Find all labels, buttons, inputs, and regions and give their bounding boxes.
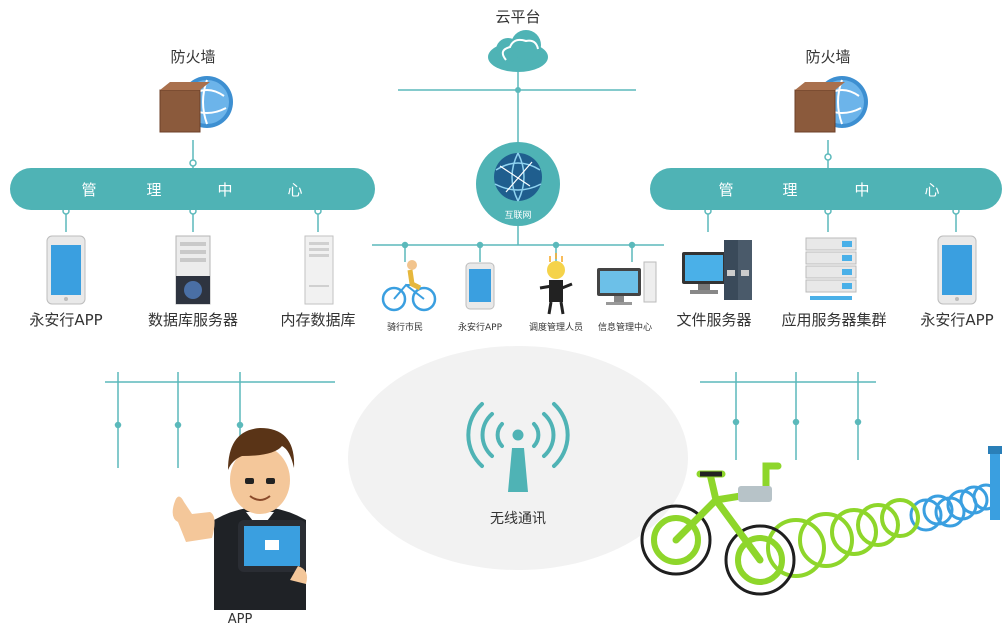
right-device-label-2: 应用服务器集群 xyxy=(781,311,887,329)
center-device-label-2: 永安行APP xyxy=(457,323,503,333)
mgmt-left-char-1: 管 xyxy=(81,181,97,199)
center-device-label-3: 调度管理人员 xyxy=(528,323,584,333)
mgmt-left-char-3: 中 xyxy=(217,181,233,199)
right-device-label-1: 文件服务器 xyxy=(676,311,752,329)
mgmt-right-char-4: 心 xyxy=(924,181,940,199)
wireless-label: 无线通讯 xyxy=(490,511,546,527)
firewall-left-label: 防火墙 xyxy=(170,48,216,66)
mgmt-center-left-bar: 管 理 中 心 xyxy=(10,168,375,210)
firewall-right-label: 防火墙 xyxy=(805,48,851,66)
mgmt-left-char-4: 心 xyxy=(287,181,303,199)
right-device-label-3: 永安行APP xyxy=(920,311,994,329)
mgmt-right-char-1: 管 xyxy=(718,181,734,199)
mgmt-center-right-bar: 管 理 中 心 xyxy=(650,168,1002,210)
cloud-label: 云平台 xyxy=(495,8,541,26)
center-device-label-4: 信息管理中心 xyxy=(597,323,653,333)
wireless-zone xyxy=(348,346,688,570)
left-device-label-1: 永安行APP xyxy=(29,311,103,329)
person-label: APP xyxy=(227,612,253,627)
left-device-label-2: 数据库服务器 xyxy=(147,311,239,329)
mgmt-right-char-3: 中 xyxy=(854,181,870,199)
mgmt-right-char-2: 理 xyxy=(782,181,798,199)
center-device-label-1: 骑行市民 xyxy=(386,323,424,333)
mgmt-left-char-2: 理 xyxy=(146,181,162,199)
left-device-label-3: 内存数据库 xyxy=(280,311,356,329)
hub-label: 互联网 xyxy=(504,211,532,221)
